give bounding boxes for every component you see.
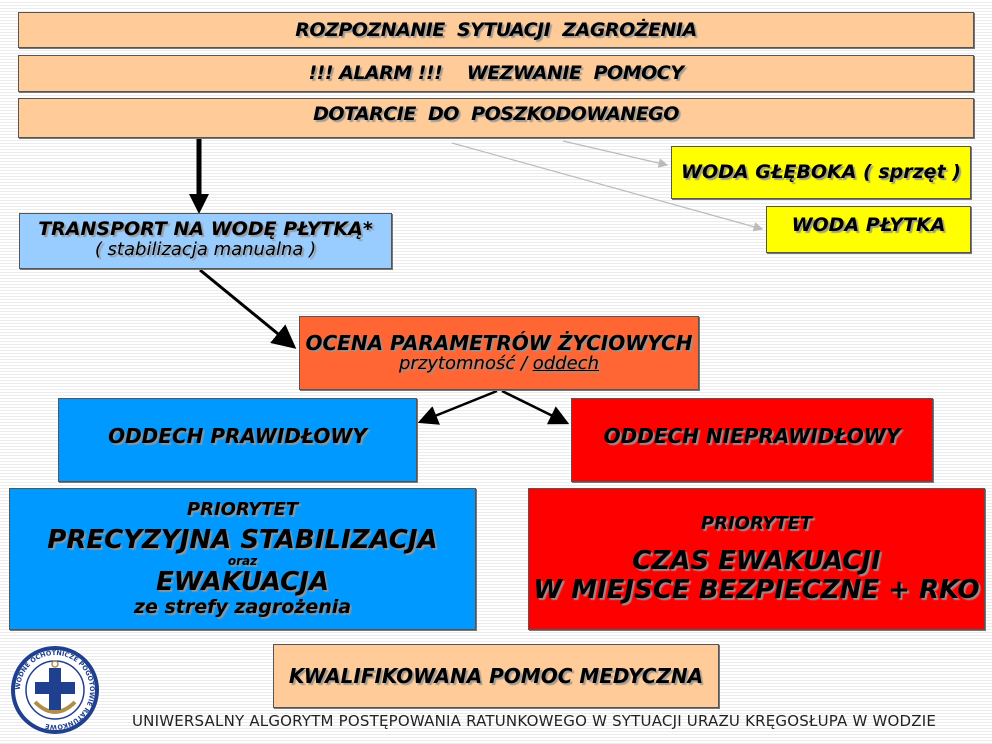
transport-title: TRANSPORT NA WODĘ PŁYTKĄ* <box>38 217 373 240</box>
qualified-medical-help-box: KWALIFIKOWANA POMOC MEDYCZNA <box>273 644 719 708</box>
priority-normal-line3: ze strefy zagrożenia <box>133 595 352 618</box>
assessment-sub-breathing: oddech <box>532 353 599 375</box>
priority-normal-joiner: oraz <box>227 553 258 568</box>
arrow-reach-to-deep <box>562 140 669 168</box>
footer-caption: UNIWERSALNY ALGORYTM POSTĘPOWANIA RATUNK… <box>132 712 937 730</box>
breathing-abnormal-label: ODDECH NIEPRAWIDŁOWY <box>603 424 901 448</box>
step-recognize-label: ROZPOZNANIE SYTUACJI ZAGROŻENIA <box>295 18 697 41</box>
transport-box: TRANSPORT NA WODĘ PŁYTKĄ* ( stabilizacja… <box>19 213 392 269</box>
final-label: KWALIFIKOWANA POMOC MEDYCZNA <box>288 664 704 688</box>
breathing-normal-box: ODDECH PRAWIDŁOWY <box>58 398 417 482</box>
shallow-water-label: WODA PŁYTKA <box>791 214 946 237</box>
step-reach-label: DOTARCIE DO POSZKODOWANEGO <box>313 103 679 125</box>
priority-normal-label: PRIORYTET <box>186 499 299 521</box>
assessment-title: OCENA PARAMETRÓW ŻYCIOWYCH <box>305 331 693 356</box>
priority-abnormal-box: PRIORYTET CZAS EWAKUACJI W MIEJSCE BEZPI… <box>528 488 985 630</box>
breathing-abnormal-box: ODDECH NIEPRAWIDŁOWY <box>571 398 933 482</box>
priority-normal-line1: PRECYZYJNA STABILIZACJA <box>47 525 438 556</box>
step-reach-victim: DOTARCIE DO POSZKODOWANEGO <box>18 98 974 138</box>
breathing-normal-label: ODDECH PRAWIDŁOWY <box>108 424 367 448</box>
step-alarm-label: !!! ALARM !!! WEZWANIE POMOCY <box>308 62 684 85</box>
deep-water-box: WODA GŁĘBOKA ( sprzęt ) <box>671 146 971 199</box>
arrow-assessment-to-abnormal <box>501 389 570 425</box>
step-recognize-threat: ROZPOZNANIE SYTUACJI ZAGROŻENIA <box>18 12 974 48</box>
vital-assessment-box: OCENA PARAMETRÓW ŻYCIOWYCH przytomność /… <box>299 316 699 390</box>
step-alarm: !!! ALARM !!! WEZWANIE POMOCY <box>18 55 974 92</box>
priority-normal-box: PRIORYTET PRECYZYJNA STABILIZACJA oraz E… <box>9 488 476 630</box>
deep-water-label: WODA GŁĘBOKA ( sprzęt ) <box>681 161 961 184</box>
priority-abnormal-line1: CZAS EWAKUACJI <box>632 546 881 577</box>
priority-abnormal-label: PRIORYTET <box>700 512 813 534</box>
shallow-water-box: WODA PŁYTKA <box>766 206 971 253</box>
priority-abnormal-line2: W MIEJSCE BEZPIECZNE + RKO <box>533 574 980 605</box>
arrow-assessment-to-normal <box>417 389 498 425</box>
assessment-subtitle: przytomność / oddech <box>399 354 599 374</box>
priority-normal-line2: EWAKUACJA <box>156 567 329 598</box>
assessment-sub-consciousness: przytomność / <box>399 353 533 375</box>
arrow-transport-to-assessment <box>199 268 297 349</box>
wopr-logo-icon: WODNE OCHOTNICZE POGOTOWIE RATUNKOWE <box>9 644 101 736</box>
transport-subtitle: ( stabilizacja manualna ) <box>94 238 317 260</box>
